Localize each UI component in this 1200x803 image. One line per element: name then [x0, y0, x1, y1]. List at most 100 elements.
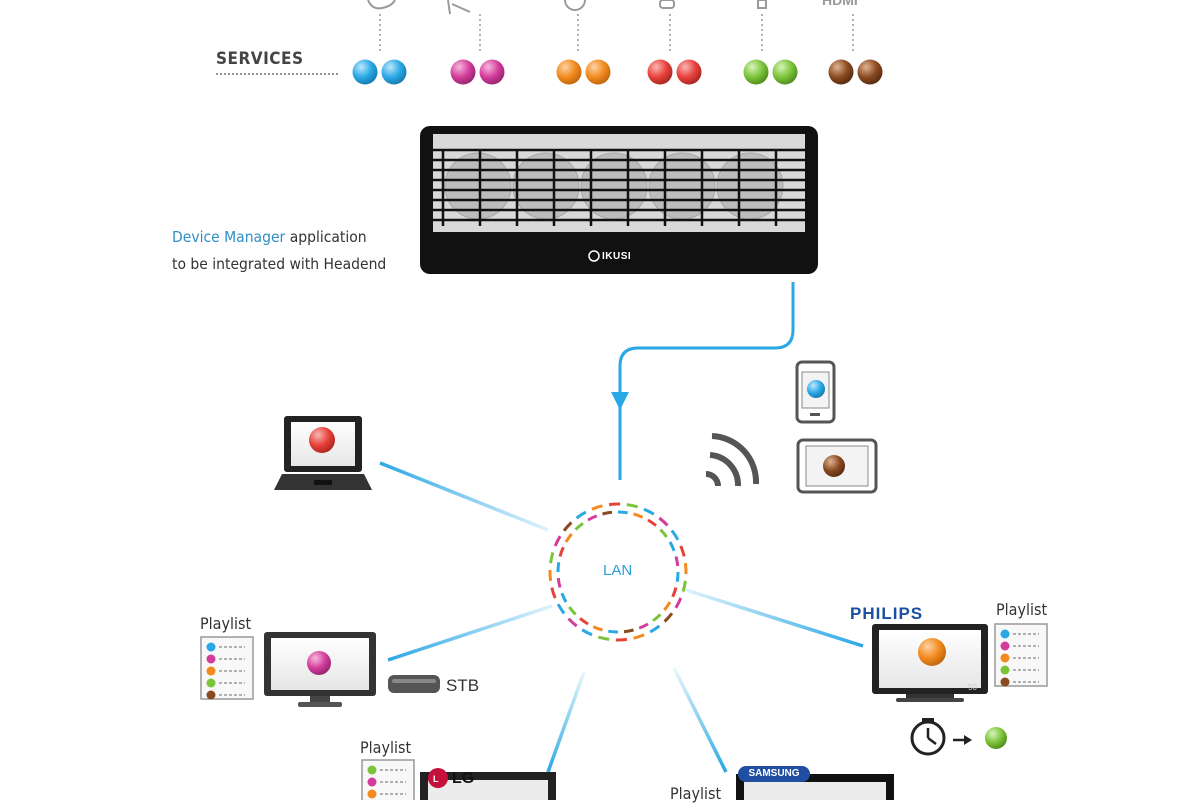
device-manager-highlight: Device Manager [172, 228, 286, 246]
playlist-dot [1000, 677, 1010, 687]
playlist-dot [367, 765, 377, 775]
lan-ring-segment [553, 535, 562, 547]
philips-brand-label: PHILIPS [850, 604, 924, 623]
lan-links [379, 461, 864, 773]
lan-ring-segment [558, 546, 565, 557]
service-dot [772, 59, 798, 85]
lan-ring-segment [581, 628, 593, 637]
playlist-label-lg: Playlist [360, 738, 412, 757]
playlist-panel-right [994, 623, 1048, 687]
samsung-brand-label: SAMSUNG [738, 766, 810, 782]
lan-ring-segment [647, 518, 657, 527]
stb-device [388, 675, 440, 693]
headend-brand-label: IKUSI [602, 251, 632, 262]
smartphone-device [795, 360, 836, 424]
service-dot [352, 59, 378, 85]
downstream-arrow-icon [611, 392, 629, 410]
services-label: SERVICES [216, 49, 304, 69]
lan-ring-segment [671, 587, 678, 598]
lan-ring-segment [649, 624, 661, 634]
lan-ring-segment [591, 504, 603, 511]
lan-ring-segment [574, 522, 584, 531]
service-dot [823, 455, 845, 477]
lan-ring-segment [675, 571, 680, 582]
lan-label: LAN [603, 562, 633, 579]
headend-device [420, 126, 818, 274]
lan-ring-segment [556, 603, 566, 615]
service-dot [450, 59, 476, 85]
svg-text:L: L [433, 774, 439, 784]
lan-ring-segment [615, 637, 628, 642]
antenna-icon [447, 0, 471, 15]
lan-ring-segment [668, 541, 676, 552]
playlist-dot [206, 690, 216, 700]
lan-ring-segment [597, 635, 610, 641]
playlist-label-left: Playlist [200, 614, 252, 633]
philips-tv-device: 50 [872, 624, 988, 702]
device-manager-line2: to be integrated with Headend [172, 255, 387, 273]
wifi-icon [705, 433, 760, 487]
stb-label: STB [446, 676, 480, 695]
camera-icon [659, 0, 675, 9]
service-dot [857, 59, 883, 85]
link-philips [685, 588, 864, 648]
service-dots [352, 59, 883, 85]
service-dot [807, 380, 825, 398]
service-dot [307, 651, 331, 675]
headend-to-lan-cable [618, 282, 795, 480]
lan-ring-segment [679, 545, 686, 557]
lan-ring-segment [587, 514, 598, 522]
lan-ring-segment [663, 601, 672, 611]
lan-ring-segment [643, 507, 655, 516]
service-connectors [379, 14, 854, 54]
lan-ring-segment [562, 521, 573, 532]
lg-logo-icon [428, 768, 448, 788]
usb-stick-icon [757, 0, 767, 9]
service-dot [676, 59, 702, 85]
lan-ring-segment [548, 569, 553, 582]
lan-ring-segment [556, 562, 561, 573]
link-laptop [379, 461, 549, 532]
playlist-dot [206, 642, 216, 652]
lan-ring-segment [633, 512, 644, 519]
lan-ring [548, 502, 688, 642]
lan-ring-segment [592, 625, 603, 632]
lan-ring-segment [659, 528, 668, 538]
lan-ring-segment [652, 613, 662, 622]
ikusi-logo-icon [588, 250, 600, 262]
headend-fan-grille [433, 148, 805, 226]
lan-ring-segment [568, 606, 577, 616]
playlist-dot [206, 654, 216, 664]
lan-ring-segment [549, 551, 555, 564]
samsung-tv-device [736, 774, 894, 800]
scheduled-timer-icon [910, 718, 946, 756]
service-dot [309, 427, 335, 453]
playlist-label-right: Playlist [996, 600, 1048, 619]
link-samsung [672, 667, 728, 773]
playlist-label-samsung: Playlist [670, 784, 722, 803]
link-lg [546, 671, 586, 773]
lan-ring-segment [617, 510, 628, 515]
lan-ring-segment [674, 597, 683, 609]
playlist-dot [1000, 665, 1010, 675]
lan-ring-segment [567, 617, 578, 628]
lan-ring-segment [681, 580, 687, 593]
lan-ring-segment [560, 592, 568, 603]
lan-ring-segment [608, 502, 621, 507]
lan-ring-segment [663, 612, 674, 623]
service-dot [985, 727, 1007, 749]
lan-ring-segment [579, 617, 589, 626]
lan-ring-segment [670, 529, 680, 541]
service-dot [918, 638, 946, 666]
lan-ring-segment [608, 629, 619, 634]
lan-ring-segment [633, 633, 645, 640]
philips-model-label: 50 [968, 683, 977, 692]
lan-ring-segment [623, 628, 634, 634]
laptop-device [274, 416, 372, 490]
service-dot [556, 59, 582, 85]
playlist-dot [367, 777, 377, 787]
playlist-dot [206, 678, 216, 688]
playlist-dot [1000, 653, 1010, 663]
lan-ring-segment [658, 516, 669, 527]
